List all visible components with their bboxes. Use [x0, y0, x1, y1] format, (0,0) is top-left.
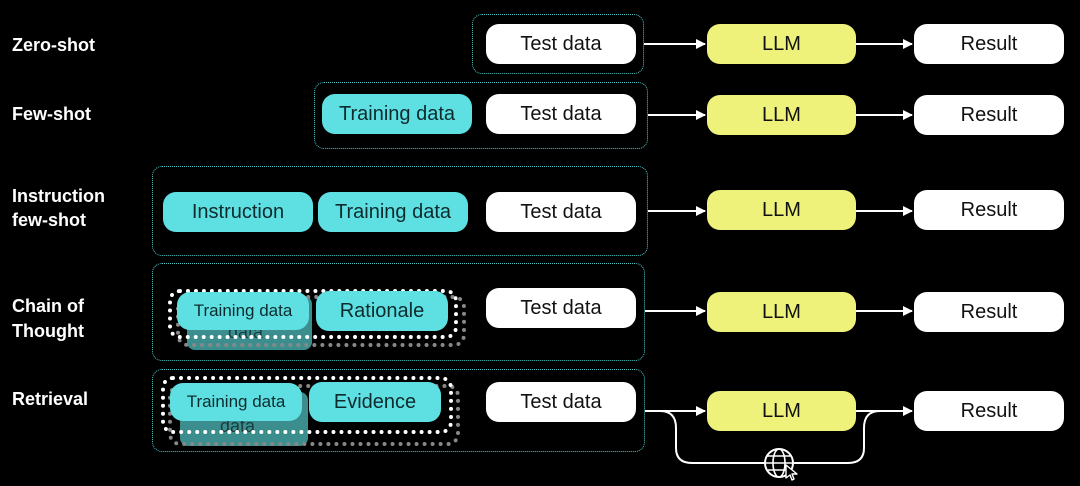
- ret-training-data: Training data: [170, 383, 302, 421]
- inst-llm: LLM: [707, 190, 856, 230]
- ret-evidence: Evidence: [309, 382, 441, 422]
- zero-result: Result: [914, 24, 1064, 64]
- cot-dotted-front: [168, 289, 458, 339]
- frame-instruction: [152, 166, 648, 256]
- label-instruction-line1: Instruction: [12, 186, 105, 206]
- inst-training-data: Training data: [318, 192, 468, 232]
- inst-instruction: Instruction: [163, 192, 313, 232]
- inst-result: Result: [914, 190, 1064, 230]
- label-instruction-line2: few-shot: [12, 210, 86, 230]
- few-result: Result: [914, 95, 1064, 135]
- globe-cursor-icon: [764, 448, 798, 481]
- label-cot-line2: Thought: [12, 321, 84, 341]
- label-zero-shot: Zero-shot: [12, 35, 95, 55]
- label-cot-line1: Chain of: [12, 296, 84, 316]
- frame-few-shot: [314, 82, 648, 149]
- cot-rationale: Rationale: [316, 291, 448, 331]
- cot-test-data: Test data: [486, 288, 636, 328]
- few-llm: LLM: [707, 95, 856, 135]
- label-retrieval: Retrieval: [12, 389, 89, 409]
- ret-result: Result: [914, 391, 1064, 431]
- ret-llm: LLM: [707, 391, 856, 431]
- few-test-data: Test data: [486, 94, 636, 134]
- ret-dotted-front: [161, 376, 453, 434]
- zero-test-data: Test data: [486, 24, 636, 64]
- ret-test-data: Test data: [486, 382, 636, 422]
- cot-result: Result: [914, 292, 1064, 332]
- frame-cot: [152, 263, 645, 361]
- frame-retrieval: [152, 369, 645, 452]
- frame-zero-shot: [472, 14, 644, 74]
- zero-llm: LLM: [707, 24, 856, 64]
- few-training-data: Training data: [322, 94, 472, 134]
- cot-llm: LLM: [707, 292, 856, 332]
- inst-test-data: Test data: [486, 192, 636, 232]
- cot-training-data: Training data: [177, 292, 309, 330]
- label-few-shot: Few-shot: [12, 104, 91, 124]
